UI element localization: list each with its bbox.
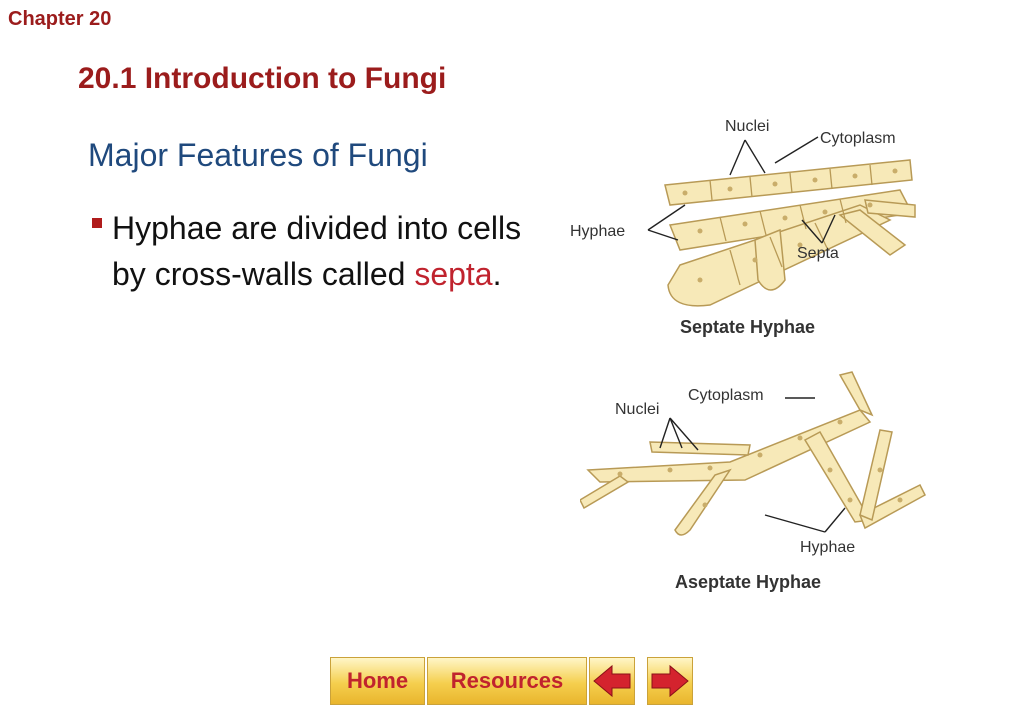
section-title: 20.1 Introduction to Fungi: [78, 62, 447, 95]
aseptate-caption: Aseptate Hyphae: [675, 572, 821, 592]
septate-hyphae-drawing: [664, 159, 916, 307]
aseptate-label-hyphae: Hyphae: [800, 539, 855, 556]
bullet-item: Hyphae are divided into cells by cross-w…: [92, 205, 522, 297]
aseptate-hyphae-drawing: [580, 371, 926, 536]
aseptate-leader-lines: [659, 397, 846, 533]
bullet-text-end: .: [492, 256, 502, 292]
aseptate-label-cytoplasm: Cytoplasm: [688, 387, 764, 404]
aseptate-nuclei-dots: [617, 419, 903, 508]
bullet-square-icon: [92, 218, 102, 228]
right-arrow-icon: [651, 664, 689, 698]
bullet-term: septa: [414, 256, 493, 292]
resources-button[interactable]: Resources: [427, 657, 587, 705]
septate-hyphae-figure: Nuclei Cytoplasm Hyphae Septa Septate Hy…: [570, 118, 916, 337]
nuclei-dots: [682, 168, 898, 283]
bullet-text: Hyphae are divided into cells by cross-w…: [112, 205, 522, 297]
bullet-text-start: Hyphae are divided into cells by cross-w…: [112, 210, 522, 292]
back-button[interactable]: [589, 657, 635, 705]
chapter-label: Chapter 20: [8, 8, 112, 30]
septate-label-cytoplasm: Cytoplasm: [820, 130, 896, 147]
septate-leader-lines: [647, 136, 836, 244]
septate-caption: Septate Hyphae: [680, 317, 815, 337]
septate-label-hyphae: Hyphae: [570, 223, 625, 240]
navigation-bar: Home Resources: [330, 657, 695, 707]
left-arrow-icon: [593, 664, 631, 698]
home-button[interactable]: Home: [330, 657, 425, 705]
subheading: Major Features of Fungi: [88, 137, 428, 173]
aseptate-label-nuclei: Nuclei: [615, 401, 659, 418]
septate-label-nuclei: Nuclei: [725, 118, 769, 135]
aseptate-hyphae-figure: Nuclei Cytoplasm Hyphae Aseptate Hyphae: [580, 371, 926, 592]
septa-lines: [709, 164, 873, 286]
forward-button[interactable]: [647, 657, 693, 705]
septate-label-septa: Septa: [797, 245, 839, 262]
